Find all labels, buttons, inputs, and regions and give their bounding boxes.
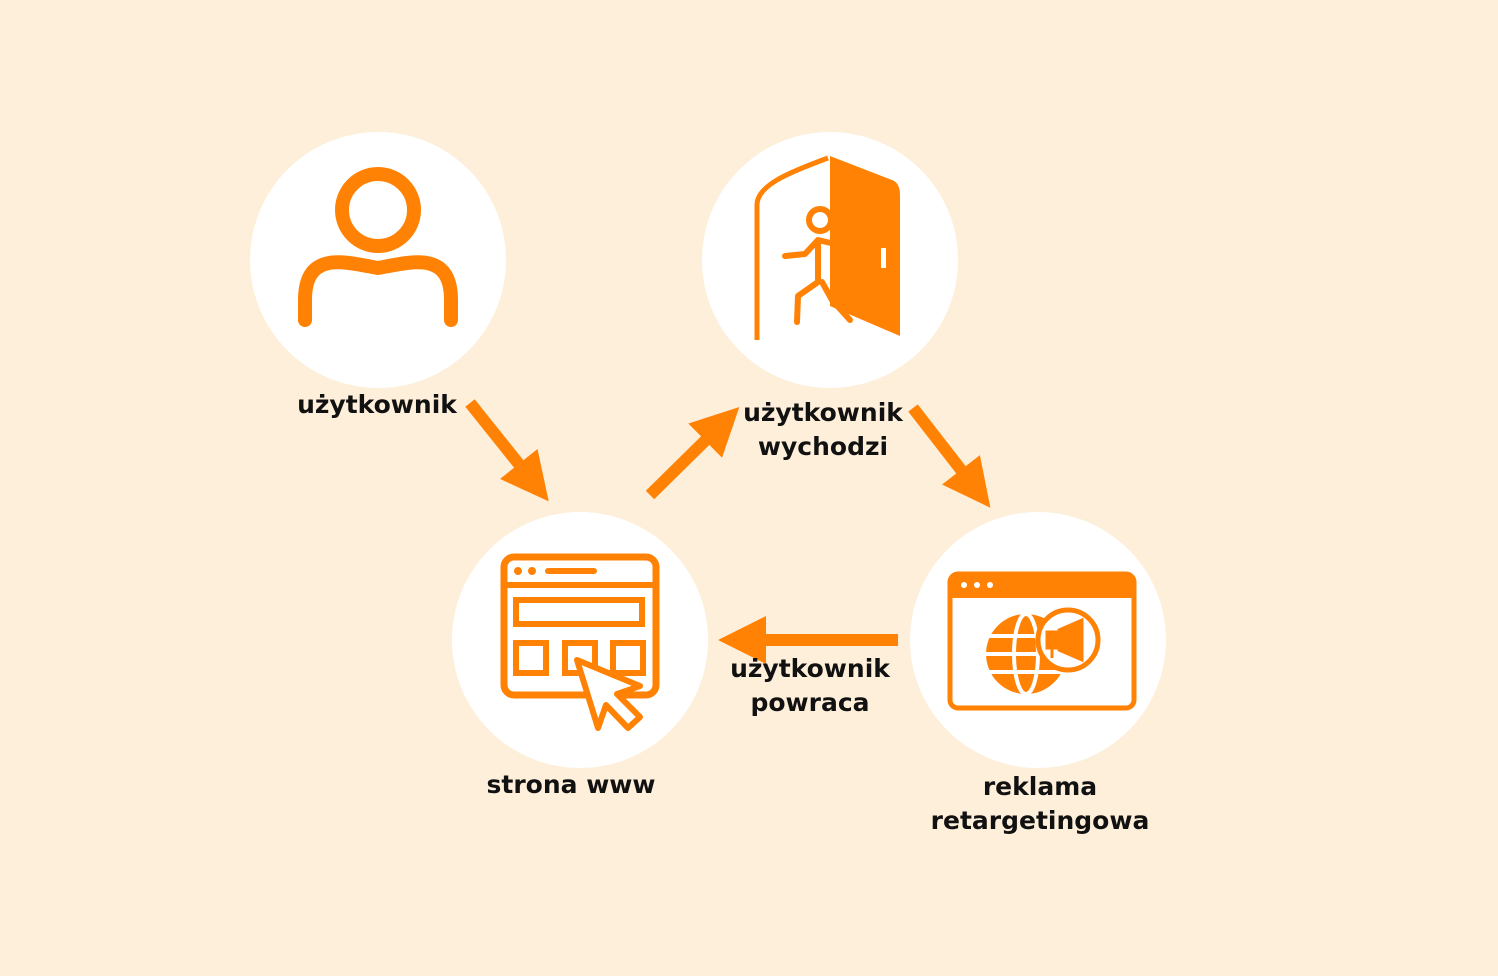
return-label-line2: powraca [750,688,870,717]
exit-label: użytkownik wychodzi [743,396,903,464]
exit-door-icon [754,155,900,340]
ad-label: reklama retargetingowa [931,770,1150,838]
ad-label-line2: retargetingowa [930,806,1150,835]
user-icon [298,167,458,327]
user-label: użytkownik [297,390,457,419]
exit-label-line1: użytkownik [743,398,903,427]
return-label: użytkownik powraca [730,652,890,720]
web-ad-megaphone-icon [947,571,1137,711]
website-label: strona www [486,770,656,799]
arrow-user-to-website [465,399,549,502]
website-click-icon [500,553,660,731]
arrow-website-to-exit [645,406,740,500]
arrow-exit-to-ad [908,404,991,508]
exit-label-line2: wychodzi [757,432,889,461]
user-node-circle [250,132,506,388]
return-label-line1: użytkownik [730,654,890,683]
ad-label-line1: reklama [982,772,1098,801]
